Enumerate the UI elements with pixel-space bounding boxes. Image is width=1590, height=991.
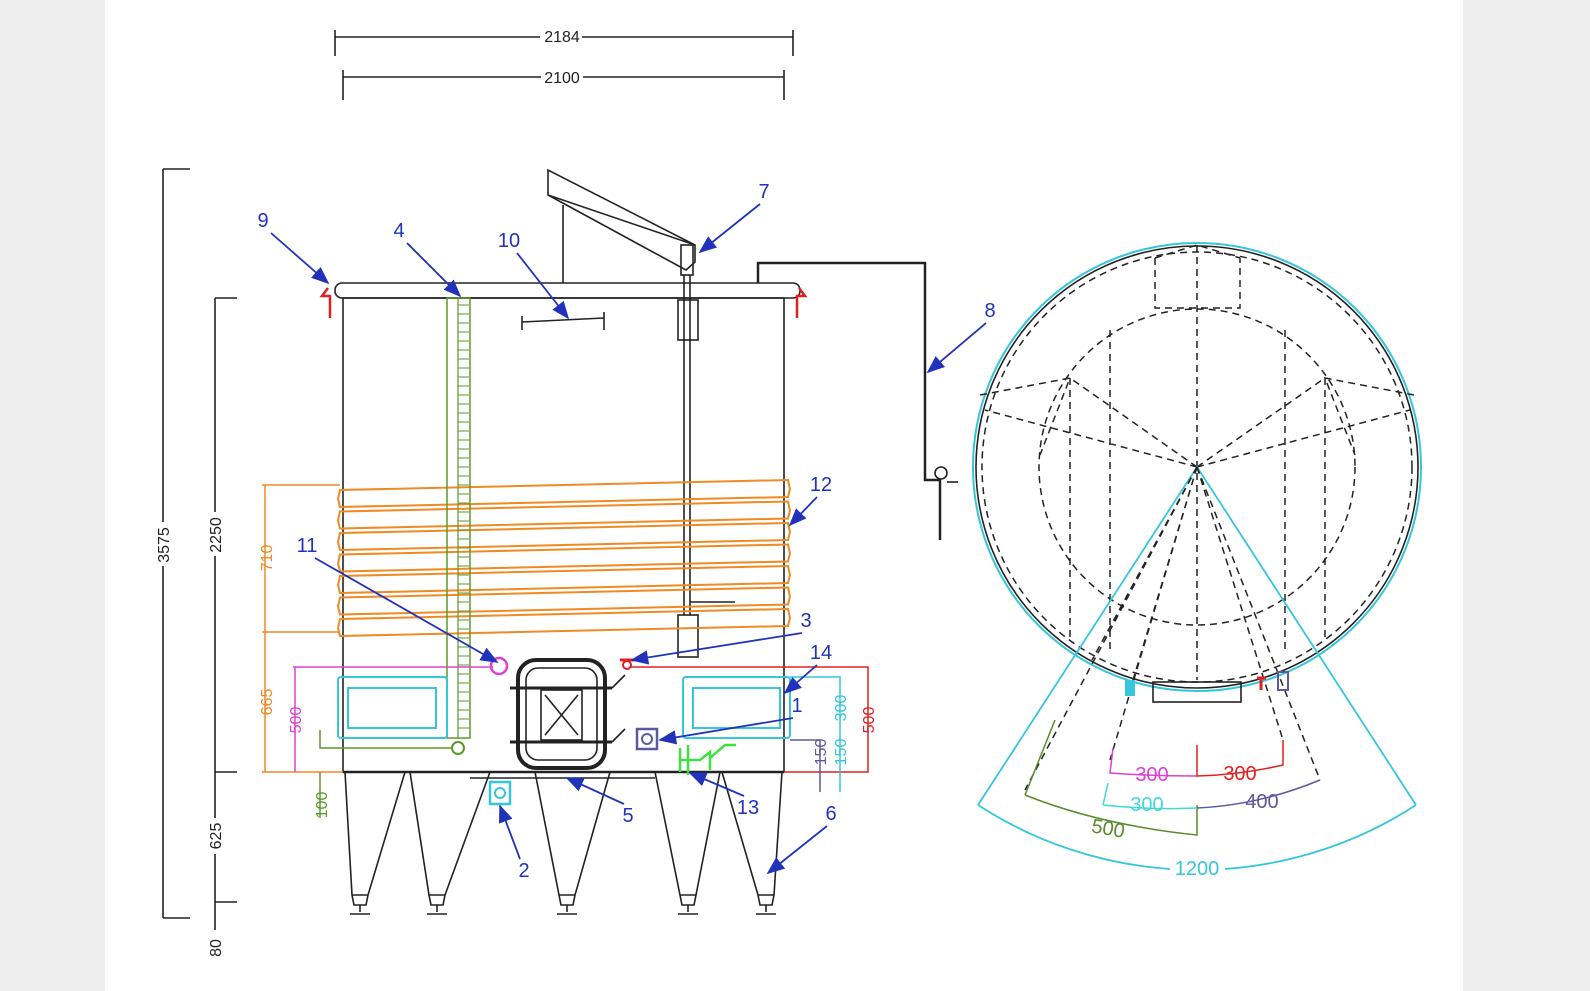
callout-number: 11 (297, 535, 318, 557)
heat-exchange-plates (337, 676, 791, 739)
jacket-band (336, 521, 792, 552)
jacket-band (336, 564, 792, 595)
callout-number: 9 (257, 210, 268, 232)
dim-body-width: 2100 (342, 68, 785, 100)
manway-door (510, 658, 626, 770)
plan-view: 1200 500 300 400 300 300 (972, 242, 1422, 880)
leader-arrow (516, 252, 570, 320)
dim-label: 625 (208, 823, 225, 850)
callout-1: 1 (658, 695, 803, 745)
callout-number: 12 (810, 474, 832, 496)
jacket-band (336, 500, 792, 530)
callout-number: 4 (393, 220, 404, 242)
dim-label: 80 (208, 939, 225, 957)
leg (654, 771, 721, 915)
callout-number: 14 (810, 642, 832, 664)
dim-jacket: 710 665 (259, 484, 343, 773)
leader-arrow (314, 557, 499, 663)
dim-label: 665 (259, 689, 276, 716)
dim-label: 2250 (208, 517, 225, 553)
callout-14: 14 (783, 642, 832, 695)
callout-number: 6 (825, 803, 836, 825)
callout-number: 8 (984, 300, 995, 322)
callout-3: 3 (630, 610, 812, 665)
dim-leg-height: 625 (206, 772, 237, 903)
dim-foot-height: 80 (208, 902, 225, 957)
callout-number: 1 (791, 695, 802, 717)
dim-total-height: 3575 (154, 168, 190, 919)
cooling-jacket (336, 478, 792, 638)
dim-label: 100 (314, 792, 331, 819)
callout-number: 13 (737, 797, 759, 819)
leg (534, 771, 611, 915)
tank-body (319, 282, 808, 774)
dim-label: 400 (1245, 791, 1278, 813)
dim-label: 300 (833, 695, 850, 722)
dim-label: 2100 (544, 70, 580, 87)
level-gauge: 100 (314, 297, 471, 819)
dim-magenta: 500 (288, 656, 509, 772)
jacket-band (336, 543, 792, 573)
leader-arrow (788, 496, 818, 527)
callout-6: 6 (766, 803, 837, 875)
leg (409, 771, 491, 915)
leg (344, 771, 406, 915)
dim-label: 500 (1090, 815, 1127, 842)
leader-arrow (658, 717, 794, 745)
jacket-band (336, 607, 792, 638)
callout-12: 12 (788, 474, 832, 527)
callout-number: 3 (800, 610, 811, 632)
leader-arrow (783, 664, 818, 695)
tank-legs (344, 771, 783, 915)
dim-overall-width: 2184 (334, 28, 794, 56)
leader-arrow (270, 232, 330, 285)
dim-label: 500 (288, 707, 305, 734)
leader-arrow (688, 772, 745, 797)
leader-arrow (766, 825, 828, 875)
callout-2: 2 (498, 804, 530, 882)
leader-arrow (698, 203, 761, 254)
dim-right: 500 300 150 150 (630, 666, 878, 792)
callout-9: 9 (257, 210, 330, 285)
callout-11: 11 (297, 535, 499, 663)
callout-10: 10 (498, 230, 570, 320)
dim-label: 1200 (1175, 858, 1220, 880)
agitator (547, 168, 735, 658)
dim-label: 150 (833, 739, 850, 766)
dim-label: 300 (1223, 763, 1256, 785)
hatch-handle (521, 312, 605, 330)
leader-arrow (926, 322, 987, 374)
dim-label: 3575 (156, 527, 173, 563)
jacket-band (336, 478, 792, 509)
callout-number: 2 (518, 860, 529, 882)
dim-label: 500 (861, 707, 878, 734)
dim-label: 710 (259, 545, 276, 572)
dim-body-height: 2250 (206, 297, 237, 773)
dim-label: 150 (813, 739, 830, 766)
callout-4: 4 (393, 220, 462, 298)
dim-label: 2184 (544, 29, 580, 46)
callout-8: 8 (926, 300, 996, 374)
callout-number: 5 (622, 805, 633, 827)
dim-label: 300 (1135, 764, 1168, 786)
leader-arrow (630, 632, 803, 665)
callout-13: 13 (688, 772, 759, 819)
callout-number: 7 (758, 181, 769, 203)
valves (488, 658, 736, 806)
callout-7: 7 (698, 181, 770, 254)
callout-5: 5 (565, 777, 634, 827)
dim-label: 300 (1130, 794, 1163, 816)
jacket-band (336, 586, 792, 616)
callout-number: 10 (498, 230, 520, 252)
leader-arrow (498, 804, 521, 860)
transfer-pipe (756, 261, 958, 540)
leader-arrow (406, 242, 462, 298)
leader-arrow (565, 777, 625, 805)
leg (721, 771, 783, 915)
